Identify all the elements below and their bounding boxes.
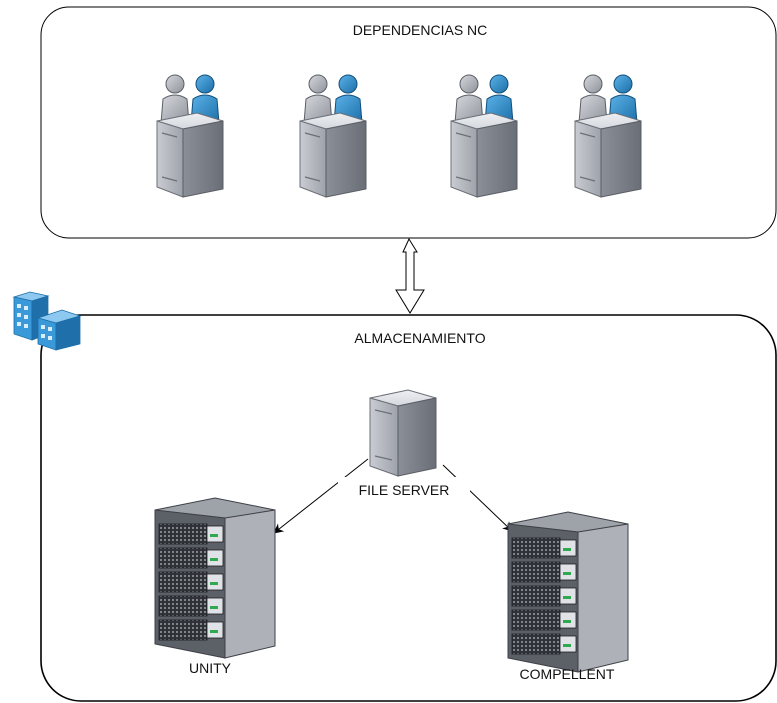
storage-rack-icon (154, 497, 276, 659)
dependencias-title: DEPENDENCIAS NC (353, 22, 488, 38)
storage-rack-icon (507, 511, 629, 673)
compellent-node: COMPELLENT (507, 511, 629, 682)
bidirectional-arrow (395, 237, 425, 314)
edge-fileserver-compellent (442, 464, 513, 532)
file-server-label: FILE SERVER (359, 482, 450, 498)
dependencias-container: DEPENDENCIAS NC (40, 6, 777, 239)
file-server-node: FILE SERVER (338, 389, 470, 501)
edge-fileserver-unity (273, 458, 369, 534)
unity-node: UNITY (154, 497, 276, 676)
dependencias-box (40, 6, 777, 239)
server-tower-icon (369, 389, 437, 477)
unity-label: UNITY (189, 660, 232, 676)
almacenamiento-box (40, 314, 777, 702)
almacenamiento-title: ALMACENAMIENTO (354, 330, 485, 346)
office-buildings-icon (12, 291, 82, 351)
compellent-label: COMPELLENT (520, 666, 615, 682)
almacenamiento-container: ALMACENAMIENTO FILE SERVER (12, 291, 777, 702)
